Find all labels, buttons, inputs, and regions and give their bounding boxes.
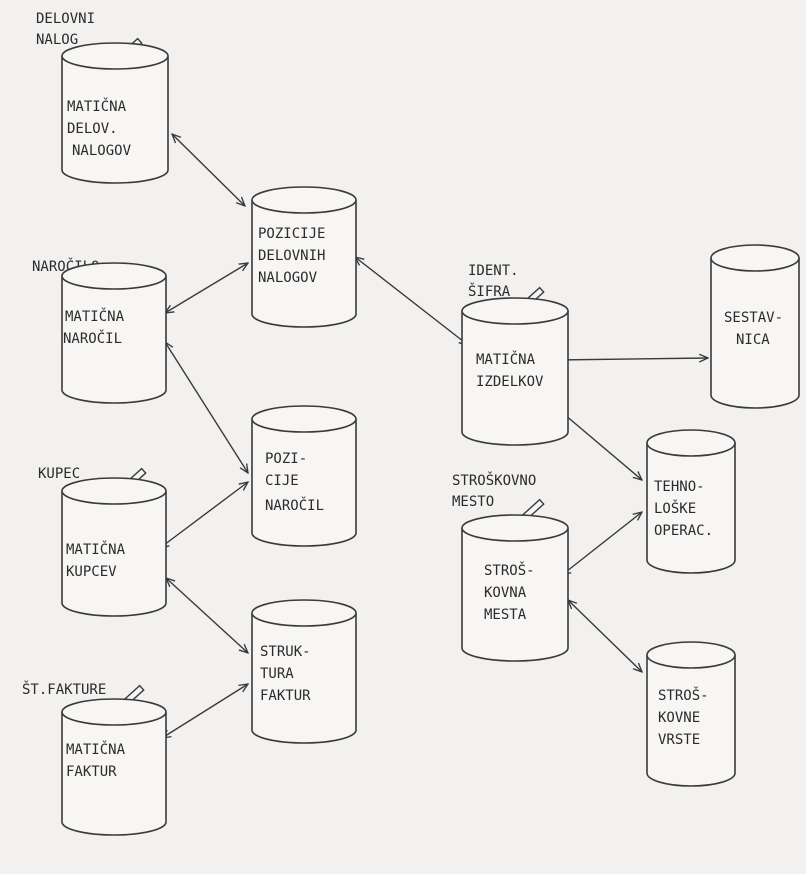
label-st-fakture: ŠT.FAKTURE [22, 680, 106, 698]
file-tehnoloske-operac: TEHNO- LOŠKE OPERAC. [646, 429, 736, 574]
file-pozicije-narocil: POZI- CIJE NAROČIL [251, 405, 357, 547]
file-stroskovne-vrste: STROŠ- KOVNE VRSTE [646, 641, 736, 787]
link-pozicije-delovnih-to-izdelkov [355, 257, 468, 345]
label-delovni-nalog: DELOVNI NALOG [36, 11, 103, 48]
link-stroskovna-to-stroskovne-vrste [568, 600, 642, 672]
file-maticna-delov-nalogov: MATIČNA DELOV. NALOGOV [61, 42, 169, 184]
file-label: STROŠ- KOVNE VRSTE [658, 686, 717, 748]
file-struktura-faktur: STRUK- TURA FAKTUR [251, 599, 357, 744]
file-maticna-faktur: MATIČNA FAKTUR [61, 698, 167, 836]
link-faktur-to-struktura-faktur [162, 684, 248, 738]
file-pozicije-delovnih-nalogov: POZICIJE DELOVNIH NALOGOV [251, 186, 357, 328]
link-kupcev-to-struktura-faktur [166, 578, 248, 653]
file-label: MATIČNA FAKTUR [66, 740, 133, 780]
label-kupec: KUPEC [38, 466, 80, 482]
file-stroskovna-mesta: STROŠ- KOVNA MESTA [461, 514, 569, 662]
file-label: STROŠ- KOVNA MESTA [484, 561, 543, 623]
file-label: STRUK- TURA FAKTUR [260, 644, 319, 704]
link-narocil-to-pozicije-narocil [165, 342, 248, 473]
input-labels: DELOVNI NALOG NAROČILO KUPEC ŠT.FAKTURE … [22, 11, 545, 698]
file-label: TEHNO- LOŠKE OPERAC. [654, 479, 713, 539]
connections [160, 134, 708, 738]
file-maticna-narocil: MATIČNA NAROČIL [61, 262, 167, 404]
link-kupcev-to-pozicije-narocil [160, 482, 248, 548]
link-stroskovna-to-tehnoloske [562, 512, 642, 575]
file-maticna-izdelkov: MATIČNA IZDELKOV [461, 297, 569, 446]
file-label: SESTAV- NICA [724, 310, 791, 348]
file-label: POZI- CIJE NAROČIL [265, 451, 324, 514]
file-sestavnica: SESTAV- NICA [710, 244, 800, 409]
label-stroskovno-mesto: STROŠKOVNO MESTO [452, 471, 545, 510]
link-delov-nalogov-to-pozicije-delovnih [172, 134, 245, 206]
link-narocil-to-pozicije-delovnih [165, 263, 248, 313]
link-izdelkov-to-sestavnica [555, 358, 708, 360]
file-label: MATIČNA DELOV. NALOGOV [67, 97, 134, 159]
file-label: MATIČNA NAROČIL [63, 307, 132, 347]
file-label: MATIČNA IZDELKOV [476, 350, 544, 390]
file-maticna-kupcev: MATIČNA KUPCEV [61, 477, 167, 617]
file-label: MATIČNA KUPCEV [66, 540, 133, 580]
label-ident-sifra: IDENT. ŠIFRA [468, 263, 527, 300]
file-label: POZICIJE DELOVNIH NALOGOV [258, 226, 334, 286]
